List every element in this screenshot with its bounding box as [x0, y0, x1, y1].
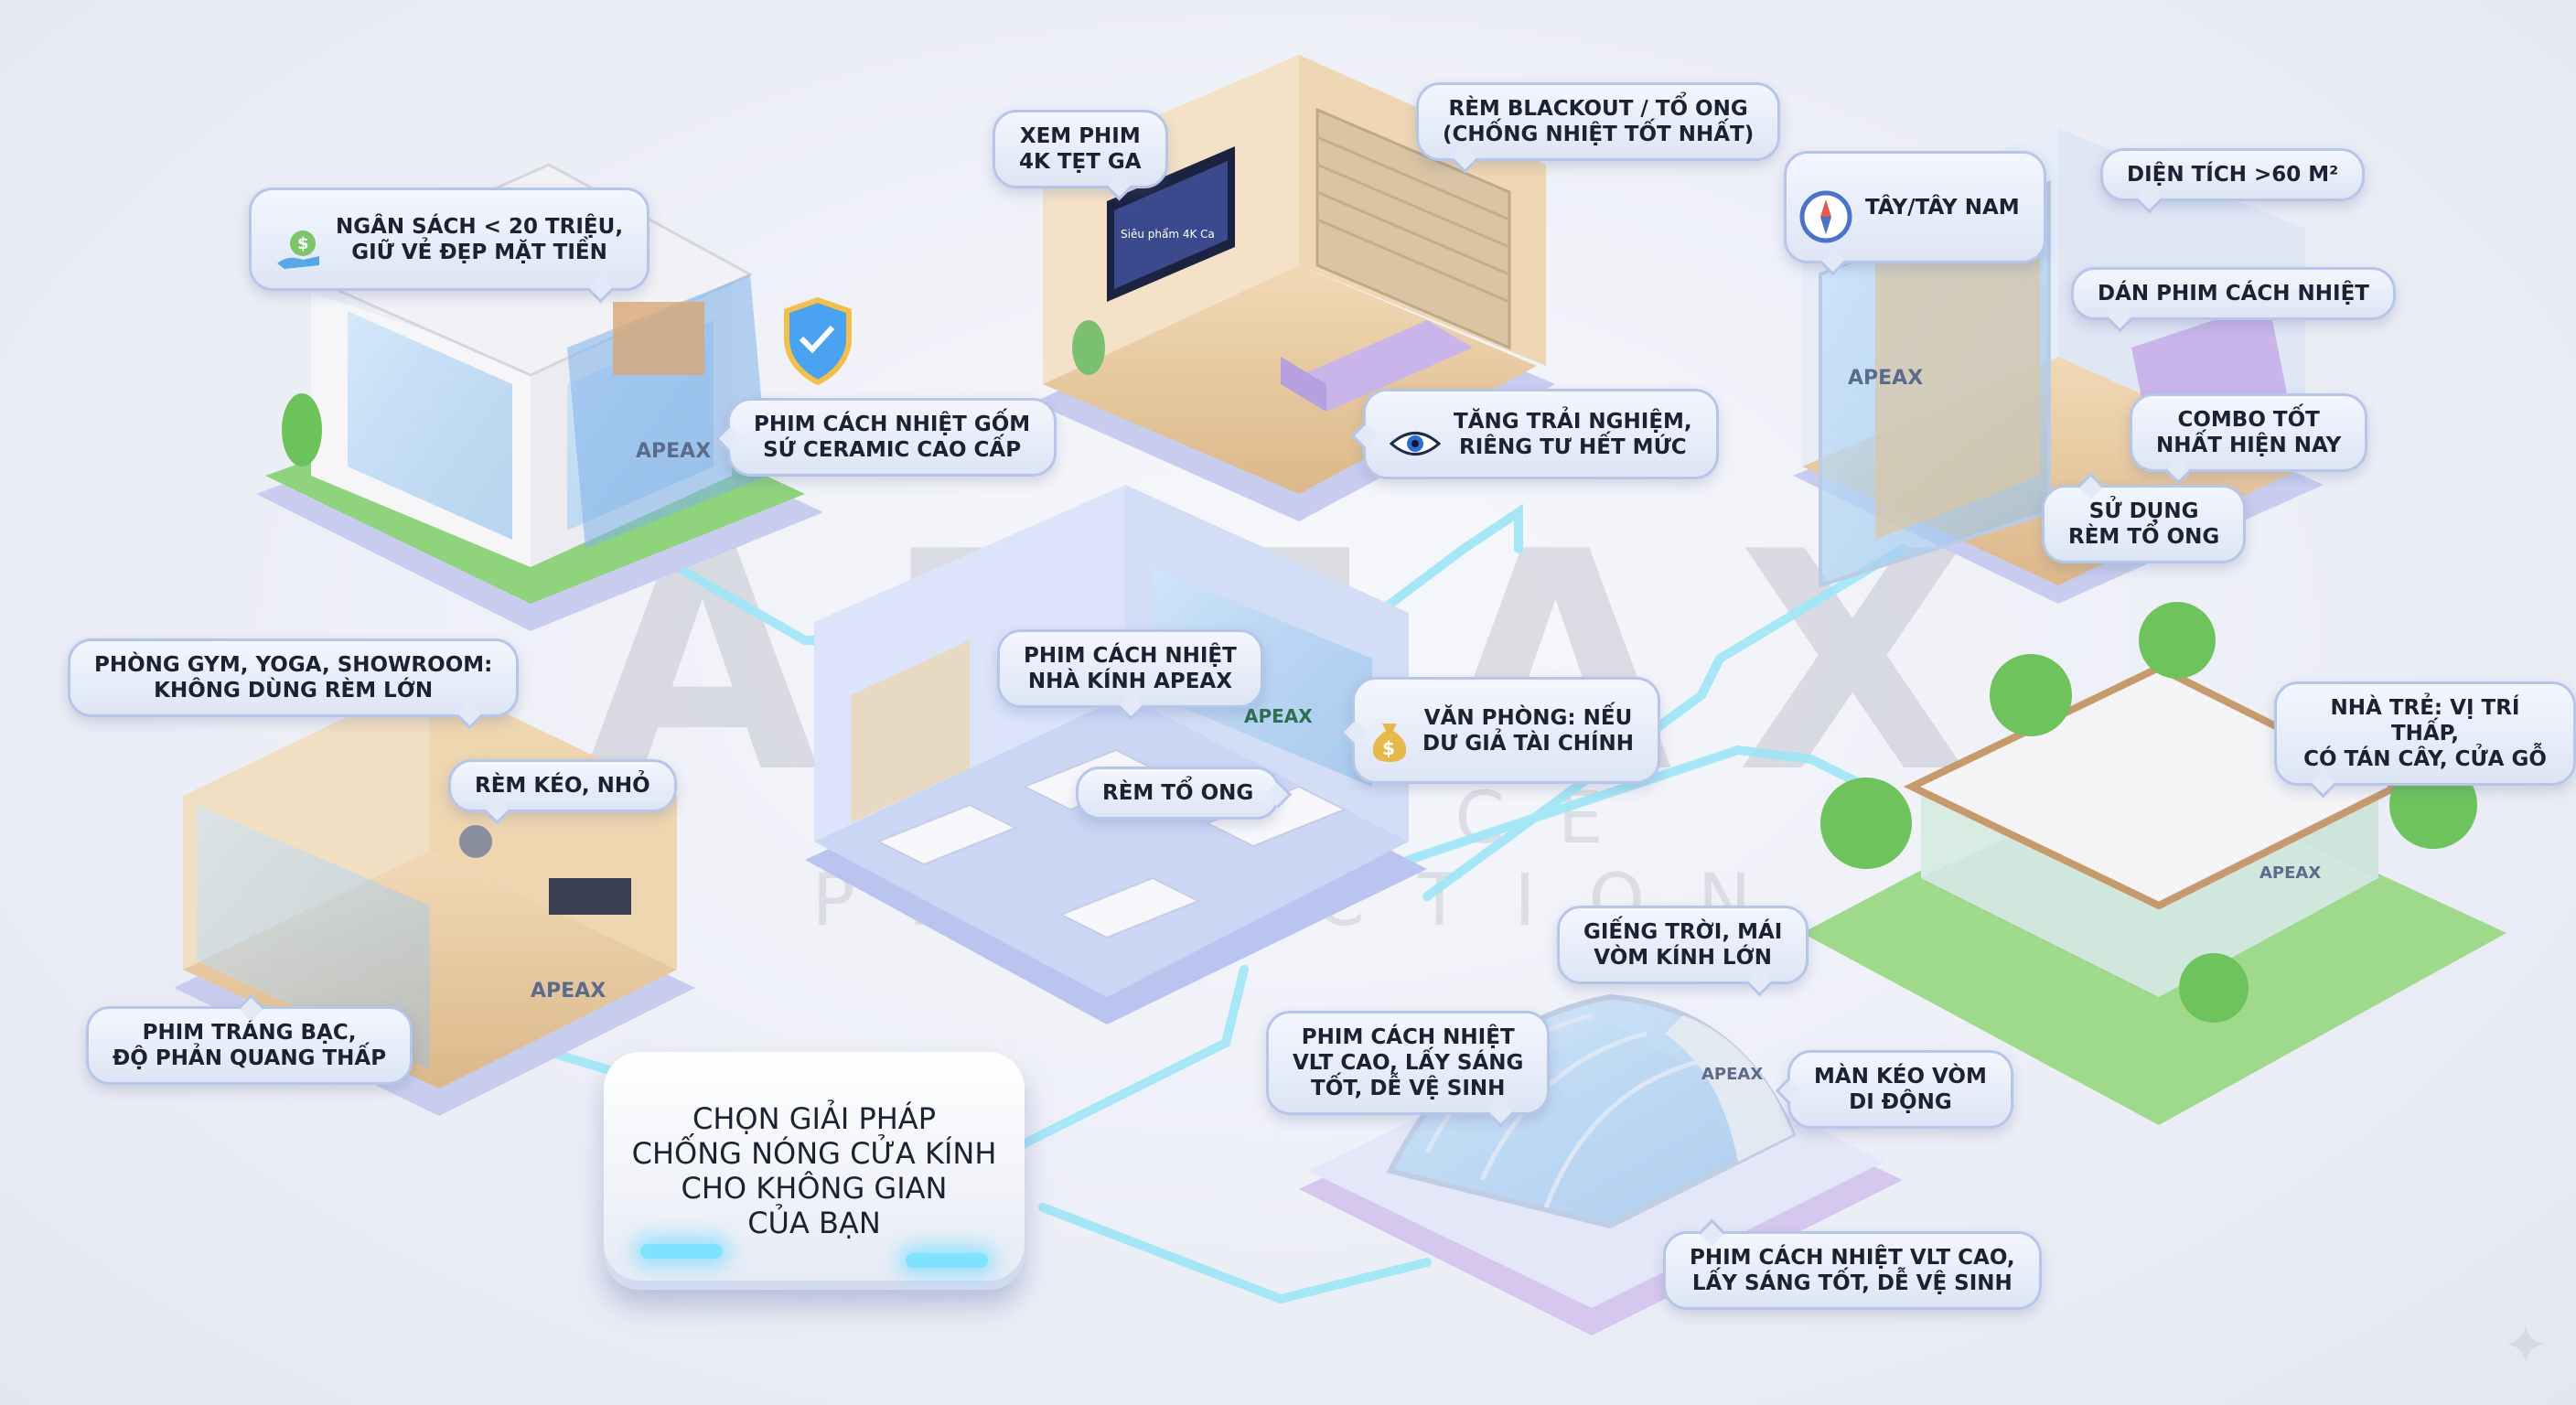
pipe-kinder [1404, 745, 1871, 864]
callout-west: TÂY/TÂY NAM [1784, 151, 2046, 263]
honeycomb-blind-lines [1316, 135, 1510, 304]
callout-dome-curtain: MÀN KÉO VÒM DI ĐỘNG [1787, 1050, 2013, 1129]
gym-illustration: APEAX [174, 677, 695, 1116]
gym-logo: APEAX [531, 980, 606, 1003]
callout-apply-film: DÁN PHIM CÁCH NHIỆT [2071, 267, 2396, 320]
pipe-combo [1422, 544, 1907, 901]
callout-movie: XEM PHIM 4K TẸT GA [993, 110, 1168, 188]
callout-vlt-film-2: PHIM CÁCH NHIỆT VLT CAO, LẤY SÁNG TỐT, D… [1663, 1231, 2042, 1310]
callout-vlt-film-1: PHIM CÁCH NHIỆT VLT CAO, LẤY SÁNG TỐT, D… [1266, 1011, 1551, 1115]
villa-logo: APEAX [636, 440, 711, 463]
pipe-office [1002, 965, 1249, 1157]
pipe-dome [1038, 1203, 1432, 1304]
kinder-logo: APEAX [2259, 863, 2321, 883]
panel-glow-right [906, 1253, 988, 1268]
callout-greenhouse-film: PHIM CÁCH NHIỆT NHÀ KÍNH APEAX [997, 629, 1263, 708]
bedroom-logo: APEAX [1848, 367, 1923, 390]
callout-blackout: RÈM BLACKOUT / TỔ ONG (CHỐNG NHIỆT TỐT N… [1416, 82, 1781, 161]
callout-skylight: GIẾNG TRỜI, MÁI VÒM KÍNH LỚN [1557, 906, 1809, 984]
compass-icon [1799, 165, 1852, 250]
svg-text:$: $ [1382, 737, 1395, 759]
callout-ceramic-film: PHIM CÁCH NHIỆT GỐM SỨ CERAMIC CAO CẤP [727, 398, 1057, 477]
pipe-living [1313, 503, 1523, 663]
office-logo: APEAX [1244, 705, 1313, 727]
callout-honeycomb: RÈM TỔ ONG [1076, 767, 1281, 820]
panel-glow-left [640, 1244, 723, 1259]
tv-text: Siêu phẩm 4K Ca [1121, 228, 1215, 241]
kindergarten-illustration: APEAX [1802, 602, 2506, 1125]
money-bag-icon: $ [1369, 691, 1410, 770]
callout-honeycomb-use: SỬ DỤNG RÈM TỔ ONG [2042, 485, 2247, 563]
callout-office: $ VĂN PHÒNG: NẾU DƯ GIẢ TÀI CHÍNH [1352, 677, 1661, 784]
callout-budget: $ NGÂN SÁCH < 20 TRIỆU, GIỮ VẺ ĐẸP MẶT T… [249, 188, 650, 291]
callout-combo: COMBO TỐT NHẤT HIỆN NAY [2130, 393, 2368, 472]
callout-pull-curtain: RÈM KÉO, NHỎ [448, 759, 677, 812]
callout-experience: TĂNG TRẢI NGHIỆM, RIÊNG TƯ HẾT MỨC [1363, 389, 1719, 479]
money-bag-hand-icon: $ [275, 201, 323, 277]
callout-silver-film: PHIM TRÁNG BẠC, ĐỘ PHẢN QUANG THẤP [86, 1006, 413, 1085]
sparkle-icon: ✦ [2502, 1314, 2549, 1376]
callout-gym: PHÒNG GYM, YOGA, SHOWROOM: KHÔNG DÙNG RÈ… [68, 638, 520, 717]
office-illustration: APEAX [805, 485, 1427, 1024]
svg-text:$: $ [297, 234, 309, 253]
dome-logo: APEAX [1701, 1065, 1763, 1084]
center-title-panel: CHỌN GIẢI PHÁP CHỐNG NÓNG CỬA KÍNH CHO K… [604, 1052, 1025, 1290]
callout-area: DIỆN TÍCH >60 M² [2100, 148, 2366, 201]
callout-kindergarten: NHÀ TRẺ: VỊ TRÍ THẤP, CÓ TÁN CÂY, CỬA GỖ [2274, 681, 2576, 786]
eye-icon [1389, 402, 1442, 466]
